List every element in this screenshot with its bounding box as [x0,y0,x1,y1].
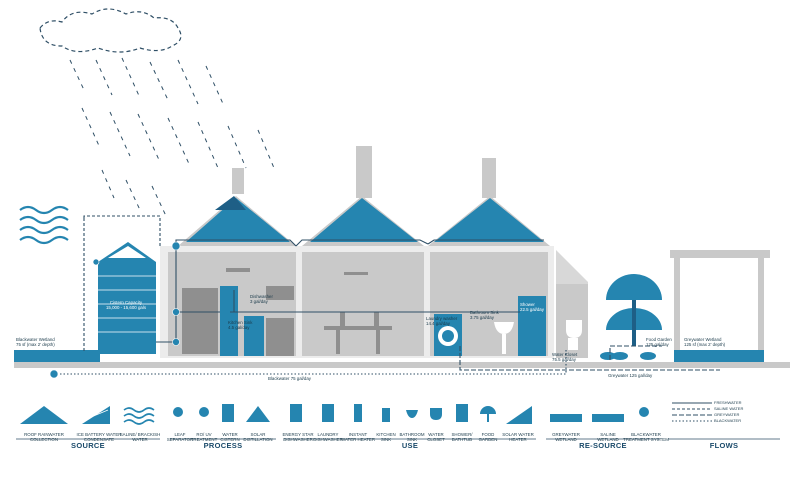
legend-instant-heater: INSTANT WATER HEATER [340,432,376,442]
category-process: PROCESS [203,441,243,450]
cistern-label: Cistern Capacity 15,000 - 15,600 gals [105,300,147,310]
category-flows: FLOWS [709,441,739,450]
legend-ice-battery: ICE BATTERY WATER CONDENSATE [76,432,122,442]
greywater-flow-label: Greywater 125 gal/day [608,373,653,378]
ro-uv-icon [199,407,209,417]
bathroom-fixtures [434,296,582,356]
saline-pipe [83,215,161,352]
legend-water-closet: WATER CLOSET [427,432,445,442]
legend-kitchen-sink: KITCHEN SINK [376,432,396,442]
category-use: USE [401,441,419,450]
legend-blackwater-treatment: BLACKWATER TREATMENT SYSTEM [623,432,669,442]
shower-icon [456,404,468,422]
blackwater-wetland-label: Blackwater Wetland 75 sf (max 2' depth) [16,337,55,347]
legend-shower: SHOWER/ BATHTUB [451,432,473,442]
category-source: SOURCE [71,441,105,450]
bathroom-sink-icon [406,410,418,418]
dishwasher-icon [290,404,302,422]
chimneys [232,146,496,198]
flow-saline-label: SALINE WATER [714,406,744,411]
dining-furniture [324,272,392,354]
blackwater-treatment-icon [639,407,649,417]
legend-leaf-separator: LEAF SEPARATOR [166,432,194,442]
flow-fresh-label: FRESHWATER [714,400,742,405]
legend-saline: SALINE/ BRACKISH WATER [119,432,161,442]
cistern-icon [222,404,234,422]
saline-icon [123,407,155,425]
saline-water-icon [19,205,69,245]
blackwater-pipe [54,350,567,375]
blackwater-flow-label: Blackwater 75 gal/day [268,376,311,381]
cistern [98,242,156,354]
kitchen-appliances [182,268,294,356]
category-resource: RE-SOURCE [579,441,627,450]
laundry-label: Laundry washer 14.4 gal/day [426,316,458,326]
saline-wetland-icon [592,414,624,422]
bathroom-sink-label: Bathroom Sink 3.75 gal/day [470,310,499,320]
food-garden [600,274,662,360]
kitchen-sink-label: Kitchen Sink 4.5 gal/day [228,320,253,330]
kitchen-sink-icon [382,408,390,422]
legend-solar-water-heater: SOLAR WATER HEATER [502,432,534,442]
roof-rainwater-icon [20,406,68,424]
food-garden-icon [480,406,496,422]
solar-distillation-icon [246,406,270,422]
flow-grey-label: GREYWATER [714,412,740,417]
ice-battery-icon [82,406,110,424]
greywater-pipe [459,345,720,371]
ground-strip [14,362,790,368]
roofs [178,196,550,246]
greywater-wetland-label: Greywater Wetland 125 sf (max 2' depth) [684,337,726,347]
greywater-wetland-icon [550,414,582,422]
legend-roof-rainwater: ROOF RAINWATER COLLECTION [24,432,64,442]
legend-bathroom-sink: BATHROOM SINK [399,432,425,442]
dishwasher-label: Dishwasher 3 gal/day [250,294,273,304]
laundry-icon [322,404,334,422]
food-garden-label: Food Garden 125 gal/day [646,337,672,347]
legend-greywater-wetland: GREYWATER WETLAND [552,432,580,442]
legend-saline-wetland: SALINE WETLAND [597,432,619,442]
blackwater-wetland [14,350,100,364]
water-closet-icon [430,408,442,420]
legend-solar-distillation: SOLAR DISTILLATION [243,432,273,442]
legend-water-cistern: WATER CISTERN [220,432,240,442]
solar-water-heater-icon [506,406,532,424]
water-closet-label: Water Closet 75.5 gal/day [552,352,578,362]
legend-food-garden: FOOD GARDEN [478,432,498,442]
flow-nodes [49,241,181,379]
water-heater-icon [354,404,362,422]
legend-energy-star: ENERGY STAR DISHWASHER [282,432,314,442]
legend-icons [20,402,712,425]
freshwater-pipes [156,239,544,343]
shower-label: Shower 22.5 gal/day [520,302,544,312]
greywater-wetland [670,250,770,366]
leaf-separator-icon [173,407,183,417]
legend-ro-uv: RO/ UV TREATMENT [190,432,218,442]
rain-icon [69,57,275,217]
cloud-icon [39,8,182,53]
flow-black-label: BLACKWATER [714,418,742,423]
legend-laundry: LAUNDRY DISHWASHER [313,432,343,442]
